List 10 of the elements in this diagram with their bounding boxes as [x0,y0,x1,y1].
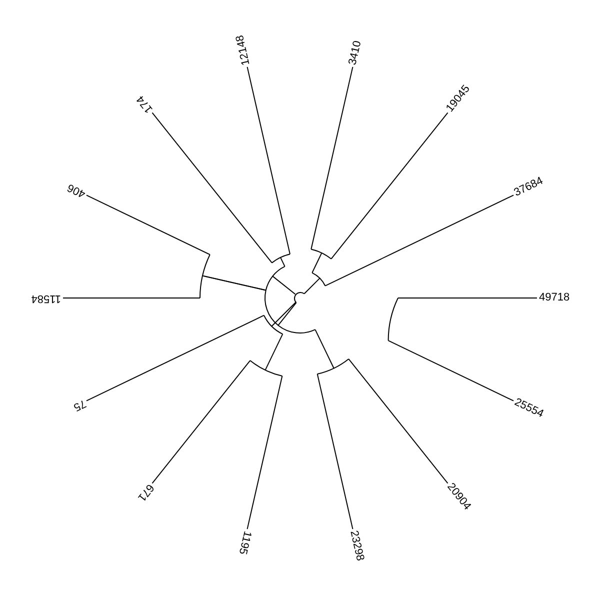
leaf-label: 75 [71,396,88,412]
leaf-label: 671 [135,481,156,503]
leaf-label: 406 [66,181,88,200]
leaf-label: 23298 [348,530,366,562]
leaf-label: 174 [135,93,156,115]
leaf-label: 49718 [539,292,570,304]
leaf-label: 11584 [31,292,61,304]
leaf-label: 1195 [236,530,252,556]
leaf-label: 12148 [234,34,252,66]
leaf-label: 3410 [348,40,364,66]
